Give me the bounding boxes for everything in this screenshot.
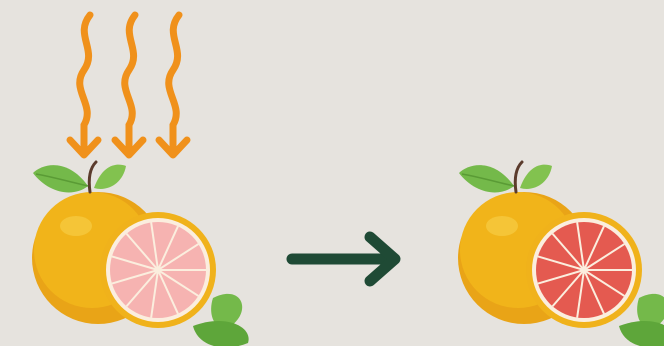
grapefruit-deep-red-illustration [458, 160, 664, 346]
grapefruit-pale-pink-illustration [32, 160, 249, 346]
arrow-right-icon [286, 231, 401, 287]
heat-wave-3 [155, 11, 191, 159]
leaf-right [94, 164, 126, 189]
leaf-right [520, 164, 552, 189]
heat-wave-2 [111, 11, 147, 159]
heat-wave-1 [66, 11, 102, 159]
heat-wave-arrows-icon [66, 11, 191, 159]
